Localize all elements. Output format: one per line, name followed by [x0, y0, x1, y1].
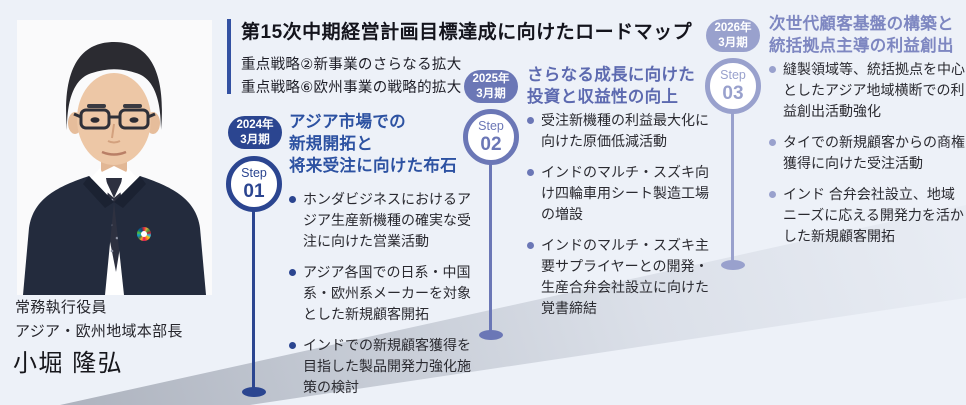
step-number: 01 — [243, 180, 265, 202]
period-year: 2024年 — [236, 119, 274, 132]
heading-line: 統括拠点主導の利益創出 — [769, 36, 954, 55]
bullet-item: インドでの新規顧客獲得を目指した製品開発力強化施策の検討 — [289, 335, 479, 398]
strategy-line-2: 重点戦略⑥欧州事業の戦略的拡大 — [241, 80, 462, 96]
bullet-item: タイでの新規顧客からの商権獲得に向けた受注活動 — [769, 132, 966, 174]
step-circle: Step 01 — [226, 156, 282, 212]
bullet-text: 受注新機種の利益最大化に向けた原価低減活動 — [541, 112, 709, 149]
bullet-text: 縫製領域等、統括拠点を中心としたアジア地域横断での利益創出活動強化 — [783, 61, 965, 119]
step-circle: Step 03 — [705, 58, 761, 114]
bullet-text: インド 合弁会社設立、地域ニーズに応える開発力を活かした新規顧客開拓 — [783, 186, 964, 244]
heading-line: 次世代顧客基盤の構築と — [769, 15, 954, 33]
bullet-item: アジア各国での日系・中国系・欧州系メーカーを対象とした新規顧客開拓 — [289, 262, 479, 325]
step-number: 02 — [480, 133, 502, 155]
period-badge: 2025年 3月期 — [464, 70, 518, 103]
bullet-text: インドのマルチ・スズキ向け四輪車用シート製造工場の増設 — [541, 164, 709, 222]
step-word: Step — [478, 119, 504, 134]
timeline-end-dot — [479, 330, 503, 340]
bullet-text: アジア各国での日系・中国系・欧州系メーカーを対象とした新規顧客開拓 — [303, 264, 471, 322]
step-number: 03 — [722, 82, 744, 104]
period-badge: 2024年 3月期 — [228, 116, 282, 149]
bullet-text: インドでの新規顧客獲得を目指した製品開発力強化施策の検討 — [303, 337, 471, 395]
bullet-text: ホンダビジネスにおけるアジア生産新機種の確実な受注に向けた営業活動 — [303, 191, 471, 249]
sdg-pin-icon — [137, 227, 151, 241]
roadmap-title: 第15次中期経営計画目標達成に向けたロードマップ — [241, 22, 693, 43]
step-bullets: ホンダビジネスにおけるアジア生産新機種の確実な受注に向けた営業活動 アジア各国で… — [289, 189, 479, 405]
step-word: Step — [720, 68, 746, 83]
title-accent-bar — [227, 19, 231, 94]
timeline-end-dot — [721, 260, 745, 270]
heading-line: さらなる成長に向けた — [527, 66, 695, 84]
period-year: 2026年 — [714, 22, 752, 35]
timeline-line — [489, 163, 492, 333]
period-badge: 2026年 3月期 — [706, 19, 760, 52]
heading-line: アジア市場での — [289, 113, 406, 131]
step-bullets: 縫製領域等、統括拠点を中心としたアジア地域横断での利益創出活動強化 タイでの新規… — [769, 59, 966, 257]
portrait-photo — [17, 20, 212, 295]
timeline-line — [252, 210, 255, 392]
portrait-illustration — [17, 20, 212, 295]
bullet-item: インド 合弁会社設立、地域ニーズに応える開発力を活かした新規顧客開拓 — [769, 184, 966, 247]
person-role-line-2: アジア・欧州地域本部長 — [15, 323, 183, 340]
bullet-text: タイでの新規顧客からの商権獲得に向けた受注活動 — [783, 134, 965, 171]
step-circle: Step 02 — [463, 109, 519, 165]
step-heading: アジア市場での 新規開拓と 将来受注に向けた布石 — [289, 112, 457, 177]
bullet-item: ホンダビジネスにおけるアジア生産新機種の確実な受注に向けた営業活動 — [289, 189, 479, 252]
heading-line: 将来受注に向けた布石 — [289, 156, 457, 175]
bullet-item: 縫製領域等、統括拠点を中心としたアジア地域横断での利益創出活動強化 — [769, 59, 966, 122]
bullet-item: インドのマルチ・スズキ向け四輪車用シート製造工場の増設 — [527, 162, 719, 225]
period-year: 2025年 — [472, 73, 510, 86]
bullet-item: 受注新機種の利益最大化に向けた原価低減活動 — [527, 110, 719, 152]
heading-line: 投資と収益性の向上 — [527, 87, 679, 106]
step-heading: さらなる成長に向けた 投資と収益性の向上 — [527, 65, 695, 109]
strategy-line-1: 重点戦略②新事業のさらなる拡大 — [241, 57, 462, 73]
step-word: Step — [241, 166, 267, 181]
period-term: 3月期 — [476, 87, 506, 100]
timeline-end-dot — [242, 387, 266, 397]
period-term: 3月期 — [240, 133, 270, 146]
step-heading: 次世代顧客基盤の構築と 統括拠点主導の利益創出 — [769, 14, 954, 58]
person-name: 小堀 隆弘 — [13, 350, 124, 377]
heading-line: 新規開拓と — [289, 134, 373, 153]
step-bullets: 受注新機種の利益最大化に向けた原価低減活動 インドのマルチ・スズキ向け四輪車用シ… — [527, 110, 719, 329]
bullet-item: インドのマルチ・スズキ主要サプライヤーとの開発・生産合弁会社設立に向けた覚書締結 — [527, 235, 719, 319]
person-role-line-1: 常務執行役員 — [15, 299, 107, 316]
timeline-line — [731, 112, 734, 264]
period-term: 3月期 — [718, 36, 748, 49]
bullet-text: インドのマルチ・スズキ主要サプライヤーとの開発・生産合弁会社設立に向けた覚書締結 — [541, 237, 709, 316]
